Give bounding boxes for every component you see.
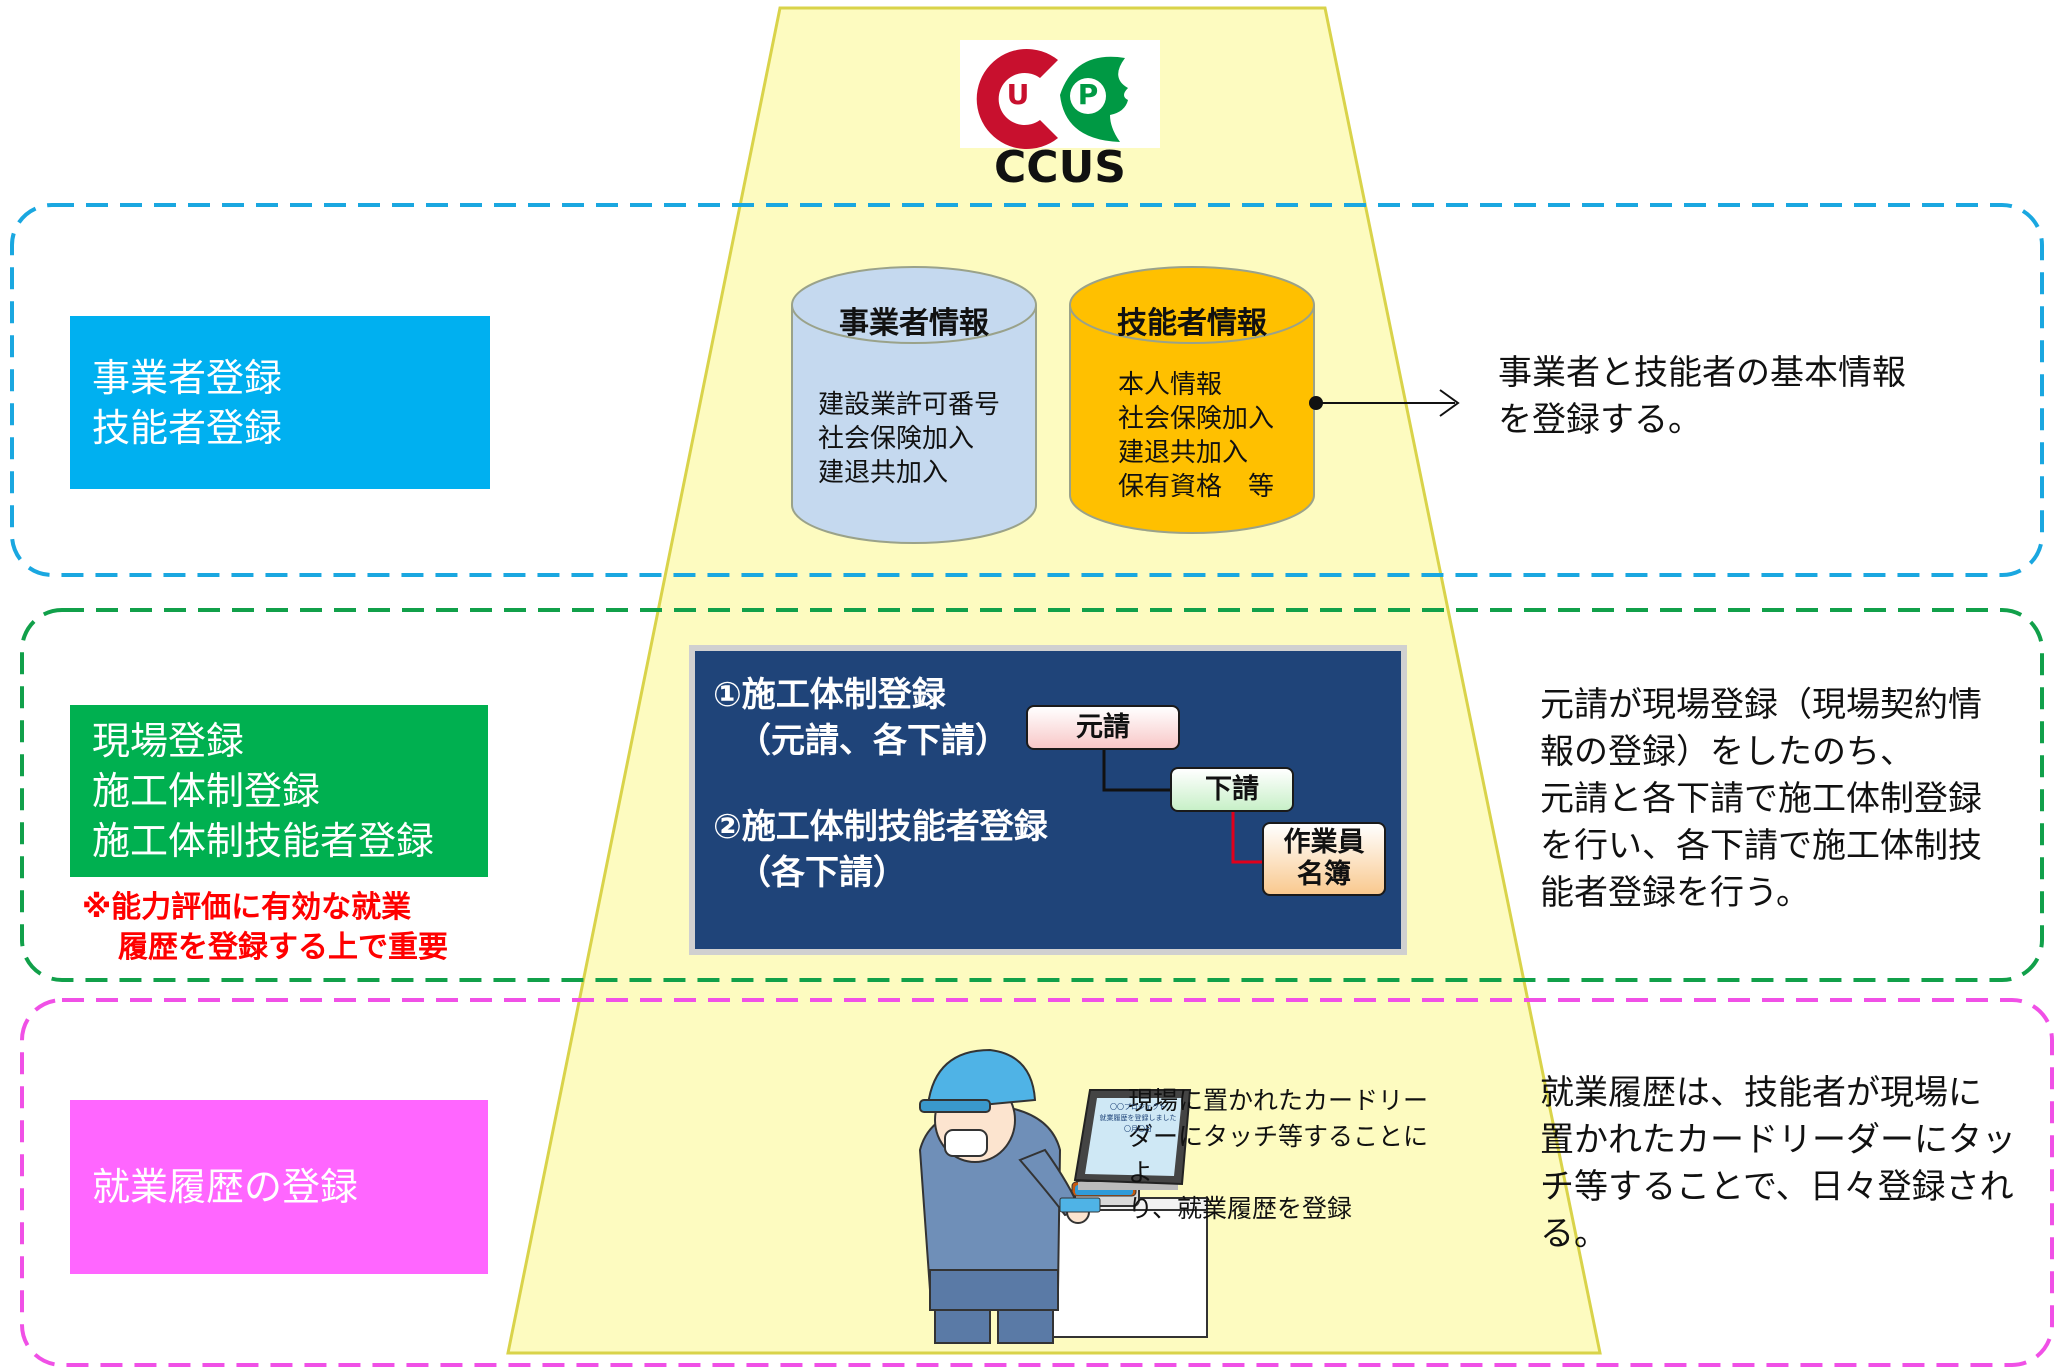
desc-line: 能者登録を行う。 (1540, 873, 1810, 913)
connector-sub-roster (1231, 810, 1262, 864)
section3-frame (20, 998, 2054, 1367)
step-line: （各下請） (737, 853, 907, 893)
step-line: ②施工体制技能者登録 (713, 807, 1048, 847)
worker-illustration (918, 1048, 1208, 1344)
desc-line: 就業履歴は、技能者が現場に (1540, 1073, 1982, 1113)
section1-description: 事業者と技能者の基本情報 を登録する。 (1498, 350, 2018, 444)
list-item: 建退共加入 (1118, 438, 1249, 468)
business-db-cylinder (791, 266, 1037, 544)
ccus-logo-icon (960, 40, 1160, 149)
list-item: 社会保険加入 (1118, 404, 1275, 434)
caption-line: り、就業履歴を登録 (1128, 1194, 1353, 1223)
list-item: 社会保険加入 (818, 424, 975, 454)
ccus-wordmark: CCUS (994, 142, 1126, 193)
node-subcontractor: 下請 (1170, 767, 1294, 812)
node-prime-contractor: 元請 (1026, 705, 1180, 750)
label-line: 技能者登録 (92, 405, 283, 450)
list-item: 建設業許可番号 (818, 390, 1001, 420)
worker-db-title: 技能者情報 (1117, 306, 1267, 341)
worker-db-cylinder (1069, 266, 1315, 534)
label-line: 施工体制登録 (92, 769, 321, 813)
caption-line: 現場に置かれたカードリー (1128, 1086, 1429, 1115)
section3-description: 就業履歴は、技能者が現場に 置かれたカードリーダーにタッ チ等することで、日々登… (1540, 1070, 2040, 1258)
step-line: （元請、各下請） (737, 721, 1009, 761)
section2-description: 元請が現場登録（現場契約情 報の登録）をしたのち、 元請と各下請で施工体制登録 … (1540, 682, 2040, 917)
note-line: ※能力評価に有効な就業 (82, 890, 412, 925)
logo-letter-u: U (1006, 78, 1030, 111)
section3-label: 就業履歴の登録 (70, 1100, 488, 1274)
screen-line: 就業履歴を登録しました (1099, 1114, 1177, 1122)
label-line: 事業者登録 (92, 355, 283, 400)
label-line: 就業履歴の登録 (92, 1165, 359, 1209)
node-line: 名簿 (1297, 859, 1351, 890)
node-line: 作業員 (1283, 827, 1365, 858)
business-db-title: 事業者情報 (839, 306, 989, 341)
desc-line: を登録する。 (1498, 400, 1702, 440)
tablet-screen-text: 〇〇プロジェクト 就業履歴を登録しました 〇月〇日 (1098, 1102, 1178, 1135)
caption-line: ダーにタッチ等することによ (1128, 1122, 1429, 1187)
note-line: 履歴を登録する上で重要 (118, 930, 448, 965)
desc-line: 元請と各下請で施工体制登録 (1540, 779, 1982, 819)
step-line: ①施工体制登録 (713, 675, 946, 715)
section1-frame (10, 203, 2044, 577)
step2-text: ②施工体制技能者登録 （各下請） (713, 804, 1133, 896)
node-worker-roster: 作業員 名簿 (1262, 822, 1386, 896)
section1-label: 事業者登録 技能者登録 (70, 316, 490, 489)
screen-line: 〇月〇日 (1124, 1125, 1152, 1133)
list-item: 保有資格 等 (1118, 472, 1275, 502)
desc-line: 報の登録）をしたのち、 (1540, 732, 1914, 772)
importance-note: ※能力評価に有効な就業 履歴を登録する上で重要 (82, 888, 522, 968)
desc-line: 事業者と技能者の基本情報 (1498, 353, 1906, 393)
label-line: 現場登録 (92, 719, 245, 763)
step1-text: ①施工体制登録 （元請、各下請） (713, 672, 1053, 764)
desc-line: チ等することで、日々登録され (1540, 1167, 2014, 1207)
logo-letter-p: P (1077, 78, 1099, 111)
card-reader-caption: 現場に置かれたカードリー ダーにタッチ等することによ り、就業履歴を登録 (1128, 1083, 1448, 1227)
desc-line: 置かれたカードリーダーにタッ (1540, 1120, 2016, 1160)
screen-line: 〇〇プロジェクト (1110, 1103, 1166, 1111)
list-item: 本人情報 (1118, 370, 1223, 400)
desc-line: る。 (1540, 1214, 1608, 1254)
desc-line: を行い、各下請で施工体制技 (1540, 826, 1982, 866)
list-item: 建退共加入 (818, 458, 949, 488)
worker-db-items: 本人情報 社会保険加入 建退共加入 保有資格 等 (1118, 368, 1318, 504)
desc-line: 元請が現場登録（現場契約情 (1540, 685, 1982, 725)
label-line: 施工体制技能者登録 (92, 819, 435, 863)
section2-frame (20, 608, 2044, 982)
info-arrow (1309, 389, 1460, 417)
business-db-items: 建設業許可番号 社会保険加入 建退共加入 (818, 388, 1028, 490)
section2-label: 現場登録 施工体制登録 施工体制技能者登録 (70, 705, 488, 877)
connector-prime-sub (1102, 748, 1172, 792)
